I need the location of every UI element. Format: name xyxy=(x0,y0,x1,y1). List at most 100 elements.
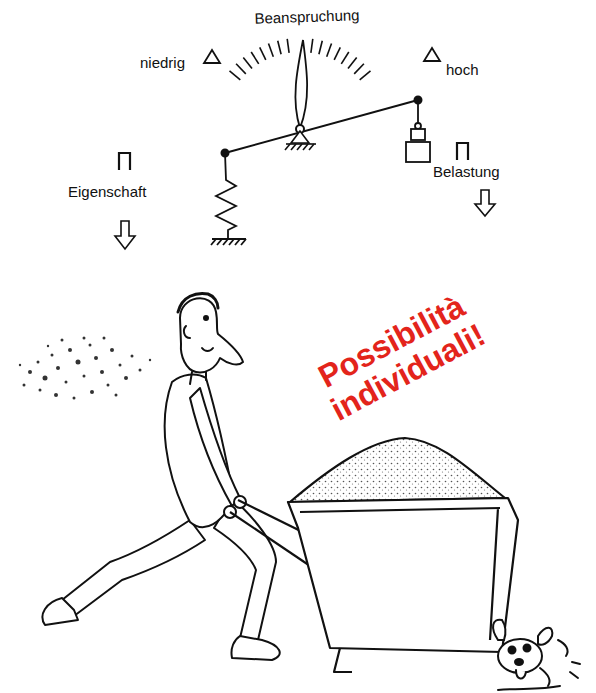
pivot-support xyxy=(285,131,316,150)
lever-part xyxy=(225,100,418,153)
pivot-support-part xyxy=(285,144,290,150)
dog-figure-part xyxy=(558,640,580,678)
dust-cloud-part xyxy=(90,390,94,394)
dust-cloud-part xyxy=(76,360,81,365)
dust-cloud-part xyxy=(115,394,118,397)
scale-ticks-part xyxy=(334,47,340,60)
dust-cloud-part xyxy=(110,348,114,352)
spring-part xyxy=(217,239,222,245)
range-marker xyxy=(204,48,440,63)
dog-figure-part xyxy=(540,668,550,686)
wheelbarrow-part xyxy=(288,498,518,652)
dust-cloud-part xyxy=(139,369,142,372)
weight-part xyxy=(411,129,425,140)
spring-part xyxy=(241,239,246,245)
dust-cloud-part xyxy=(28,370,32,374)
dog-figure-part xyxy=(515,659,523,665)
man-figure-part xyxy=(62,520,205,616)
wheelbarrow-part xyxy=(290,438,505,502)
pivot-support-part xyxy=(291,131,309,143)
scale-ticks-part xyxy=(269,44,274,57)
load-symbol-part xyxy=(119,153,130,170)
man-figure-part xyxy=(184,326,190,338)
pivot-support-part xyxy=(291,144,296,150)
pivot-support-part xyxy=(309,144,314,150)
weight xyxy=(406,100,430,162)
weight-part xyxy=(417,100,419,124)
man-figure-part xyxy=(204,316,208,320)
spring-part xyxy=(235,239,240,245)
scale-low-label: niedrig xyxy=(140,55,210,72)
dust-cloud-part xyxy=(73,397,76,400)
man-figure-part xyxy=(202,348,213,351)
scale-ticks-part xyxy=(354,64,364,74)
dog-figure-part xyxy=(498,686,560,690)
scale-ticks-part xyxy=(348,58,357,69)
man-figure-part xyxy=(190,388,240,506)
dust-cloud-part xyxy=(65,381,68,384)
dust-cloud-part xyxy=(100,370,104,374)
dust-cloud-part xyxy=(56,366,60,370)
scale-ticks-part xyxy=(327,44,332,57)
spring-part xyxy=(229,239,234,245)
pivot-support-part xyxy=(297,144,302,150)
scale-ticks-part xyxy=(319,41,322,55)
dog-figure-part xyxy=(509,647,516,654)
weight-part xyxy=(406,142,430,162)
load-symbol xyxy=(119,143,468,170)
man-figure xyxy=(42,294,279,660)
dust-cloud-part xyxy=(83,337,86,340)
lever xyxy=(222,97,422,157)
dust-cloud-part xyxy=(124,376,128,380)
dog-figure-part xyxy=(493,620,505,640)
dust-cloud-part xyxy=(68,348,72,352)
hollow-arrow xyxy=(115,190,495,249)
overlay-note: Possibilità individuali! xyxy=(279,271,520,444)
scale-ticks-part xyxy=(230,71,241,80)
dust-cloud-part xyxy=(51,354,54,357)
dust-cloud-part xyxy=(89,344,92,347)
spring-part xyxy=(211,239,216,245)
dust-cloud-part xyxy=(94,356,98,360)
pivot-support-part xyxy=(303,144,308,150)
spring-part xyxy=(223,239,228,245)
spring-part xyxy=(216,153,236,238)
hollow-arrow-part xyxy=(115,221,135,249)
load-symbol-part xyxy=(457,143,468,160)
dust-cloud-part xyxy=(149,359,151,361)
dust-cloud-part xyxy=(47,345,49,347)
wheelbarrow-part xyxy=(334,648,352,672)
dog-figure-part xyxy=(516,670,526,679)
man-figure-part xyxy=(178,294,218,312)
dust-cloud-part xyxy=(19,364,21,366)
dog-figure-part xyxy=(498,639,542,673)
man-figure-part xyxy=(190,372,206,384)
dust-cloud xyxy=(19,337,151,400)
scale-ticks-part xyxy=(251,52,259,64)
dust-cloud-part xyxy=(107,384,110,387)
dust-cloud-part xyxy=(39,389,42,392)
scale-high-label: hoch xyxy=(446,62,506,79)
dust-cloud-part xyxy=(23,384,26,387)
man-figure-part xyxy=(180,298,243,372)
dog-figure-part xyxy=(538,628,552,645)
spring xyxy=(211,153,246,245)
load-label: Belastung xyxy=(433,164,543,181)
wheelbarrow-part xyxy=(300,508,500,640)
dog-figure-part xyxy=(524,645,531,652)
man-figure-part xyxy=(214,498,276,640)
scale-ticks-part xyxy=(260,47,266,60)
scale-ticks-part xyxy=(278,41,281,55)
dust-cloud-part xyxy=(83,375,86,378)
dust-cloud-part xyxy=(37,361,40,364)
scale-ticks-part xyxy=(243,58,252,69)
scale-ticks-part xyxy=(360,71,371,80)
dust-cloud-part xyxy=(61,339,64,342)
wheelbarrow xyxy=(230,438,518,672)
scale-ticks-part xyxy=(311,39,313,53)
dust-cloud-part xyxy=(54,393,58,397)
dust-cloud-part xyxy=(43,376,48,381)
range-marker-part xyxy=(204,50,220,63)
